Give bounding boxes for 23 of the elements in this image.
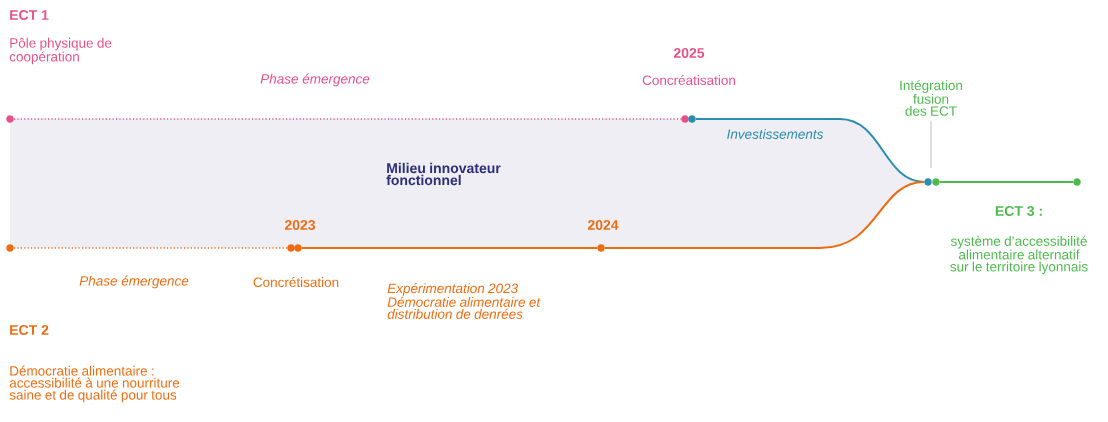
phase-label: Concréatisation <box>642 74 735 86</box>
year-label: 2024 <box>587 220 619 230</box>
section-heading: ECT 3 : <box>995 206 1042 216</box>
phase-label: Expérimentation 2023 Démocratie alimentaire et distribution de denrées <box>387 283 541 319</box>
band-label: Milieu innovateur fonctionnel <box>386 162 501 186</box>
timeline-line <box>300 247 599 249</box>
phase-label: Investissements <box>727 129 824 139</box>
section-heading: ECT 1 <box>10 10 49 20</box>
timeline-line <box>938 181 1075 183</box>
leader-line <box>930 120 932 169</box>
description-text: système d’accessibilité alimentaire alternatif sur le territoire lyonnais <box>950 235 1088 275</box>
description-text: Démocratie alimentaire : accessibilité à une nourriture saine et de qualité pour tous <box>9 365 180 403</box>
phase-label: Phase émergence <box>260 73 370 87</box>
milestone-label: Intégration fusion des ECT <box>900 80 962 116</box>
timeline-line <box>13 118 682 120</box>
year-label: 2023 <box>284 220 316 230</box>
description-text: Pôle physique de coopération <box>9 37 112 65</box>
timeline-line <box>13 247 288 249</box>
section-heading: ECT 2 <box>10 325 49 335</box>
phase-label: Concrétisation <box>253 276 339 287</box>
year-label: 2025 <box>673 48 705 58</box>
timeline-line <box>603 181 926 249</box>
phase-label: Phase émergence <box>79 275 189 289</box>
